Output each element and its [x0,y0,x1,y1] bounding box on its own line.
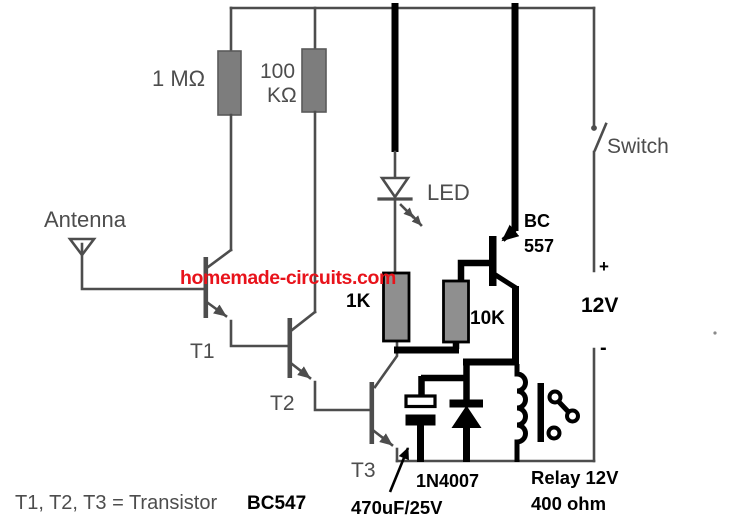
transistor-t3-symbol [369,339,399,463]
transistor-t2-symbol [287,310,371,412]
resistor-10k-label: 10K [470,308,505,329]
t1-collector [206,248,233,269]
t2-collector [290,310,317,332]
bc557-base-wire [457,259,492,280]
relay-label-line1: Relay 12V [531,467,619,488]
resistor-100k-body [301,48,327,113]
t1-base-bar [203,257,209,318]
watermark-text: homemade-circuits.com [180,267,396,289]
t3-label: T3 [351,459,376,482]
transistor-t1-symbol [203,248,289,348]
antenna-label: Antenna [44,207,127,232]
caption-prefix: T1, T2, T3 = Transistor [15,492,217,514]
resistor-10k-symbol [394,279,470,354]
t3-collector [373,339,399,389]
switch-pivot-dot [591,125,597,131]
capacitor-positive-plate [404,394,437,409]
t2-emitter [290,362,312,380]
antenna-symbol [67,237,205,291]
t1-emitter [206,301,228,318]
diode-cathode-bar [449,399,483,408]
capacitor-symbol [404,394,437,462]
diode-symbol [449,399,483,462]
resistor-1k-label: 1K [346,291,371,312]
relay-armature-blade [556,399,571,415]
scan-artifact-dot [713,331,717,335]
led-symbol [377,3,423,277]
caption-part-number: BC547 [247,493,306,514]
capacitor-negative-plate [405,414,436,426]
t2-emitter-wire [313,380,371,412]
resistor-1k-body [382,271,411,343]
bc557-collector [492,271,518,291]
resistor-1m-label: 1 MΩ [152,66,205,91]
capacitor-pointer-arrow [388,447,410,493]
resistor-100k-label-line1: 100 [260,60,295,83]
relay-core-bar [537,383,544,442]
relay-contact-no [565,408,580,424]
led-label: LED [427,180,470,205]
resistor-1k-symbol [382,271,411,343]
switch-label: Switch [607,135,669,158]
antenna-lead-wire [80,242,205,291]
resistor-10k-body [442,279,470,344]
t1-label: T1 [190,340,215,363]
supply-voltage-label: 12V [581,294,618,317]
t3-emitter [372,429,394,447]
collector-node-wiring [418,358,517,402]
bc557-label-line1: BC [524,211,550,231]
diode-triangle [451,405,482,428]
t1-emitter-wire [229,319,289,348]
bc557-emitter-arrow [501,224,520,242]
led-triangle [379,176,411,200]
transistor-bc557-symbol [457,3,520,365]
relay-contact-nc [546,425,562,441]
relay-contact-common [547,389,563,405]
relay-coil [514,364,528,462]
capacitor-label: 470uF/25V [351,497,443,518]
supply-plus-label: + [599,257,609,276]
t2-base-bar [287,318,293,378]
diode-label: 1N4007 [416,471,479,491]
t2-label: T2 [270,392,295,415]
t3-base-bar [369,382,375,444]
supply-minus-label: - [600,337,607,359]
led-light-arrow-2 [407,210,423,227]
resistor-100k-label-line2: KΩ [267,84,297,107]
relay-label-line2: 400 ohm [531,493,606,514]
resistor-100k-symbol [301,6,327,314]
bc557-label-line2: 557 [524,236,554,256]
switch-symbol [591,122,608,152]
switch-blade [593,122,608,152]
resistor-1m-body [217,50,242,116]
antenna-triangle [67,237,97,258]
bc557-base-bar [489,236,497,286]
relay-symbol [514,364,580,462]
resistor-1m-symbol [217,6,242,252]
